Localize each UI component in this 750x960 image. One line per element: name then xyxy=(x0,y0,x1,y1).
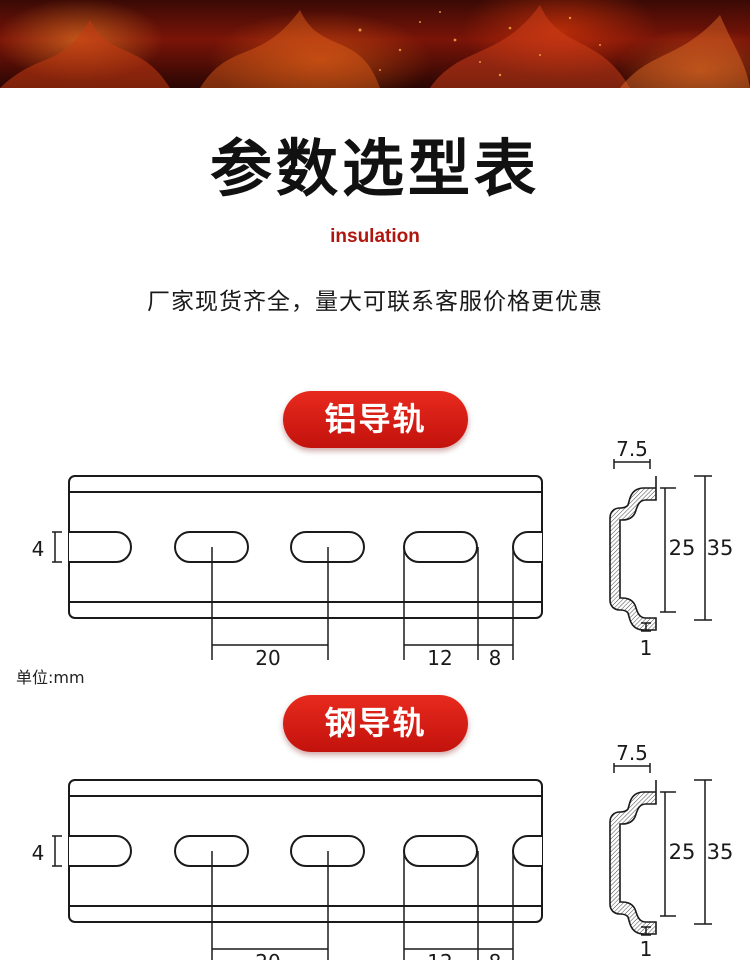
dim-outer-height: 35 xyxy=(707,536,734,560)
page-title: 参数选型表 xyxy=(209,132,540,205)
dim-slot-gap: 8 xyxy=(489,646,502,670)
dim-inner-height: 25 xyxy=(669,840,696,864)
rail-profile-view-1: 7.5 25 35 1 xyxy=(609,437,734,660)
dim-slot-gap: 8 xyxy=(489,950,502,960)
rail-profile-view-2: 7.5 25 35 1 xyxy=(609,741,734,960)
dim-flange: 7.5 xyxy=(616,741,648,765)
unit-note: 单位:mm xyxy=(16,668,85,687)
page-subtitle: insulation xyxy=(330,226,420,247)
flame-decoration xyxy=(0,5,750,88)
dim-outer-height: 35 xyxy=(707,840,734,864)
page-description: 厂家现货齐全，量大可联系客服价格更优惠 xyxy=(147,289,603,315)
dim-hole-height: 4 xyxy=(32,841,45,865)
rail-front-view-2: 4 20 12 8 xyxy=(32,779,543,960)
dim-inner-height: 25 xyxy=(669,536,696,560)
dim-pitch: 20 xyxy=(255,646,280,670)
section-label-steel-rail: 钢导轨 xyxy=(283,695,468,752)
flame-banner xyxy=(0,0,750,88)
dim-pitch: 20 xyxy=(255,950,280,960)
dim-slot-length: 12 xyxy=(427,950,452,960)
dim-thickness: 1 xyxy=(640,636,653,660)
dim-flange: 7.5 xyxy=(616,437,648,461)
dim-thickness: 1 xyxy=(640,937,653,960)
dim-hole-height: 4 xyxy=(32,537,45,561)
dim-slot-length: 12 xyxy=(427,646,452,670)
rail-front-view-1: 4 20 12 8 xyxy=(32,475,543,670)
section-label-aluminum-rail: 铝导轨 xyxy=(283,391,468,448)
